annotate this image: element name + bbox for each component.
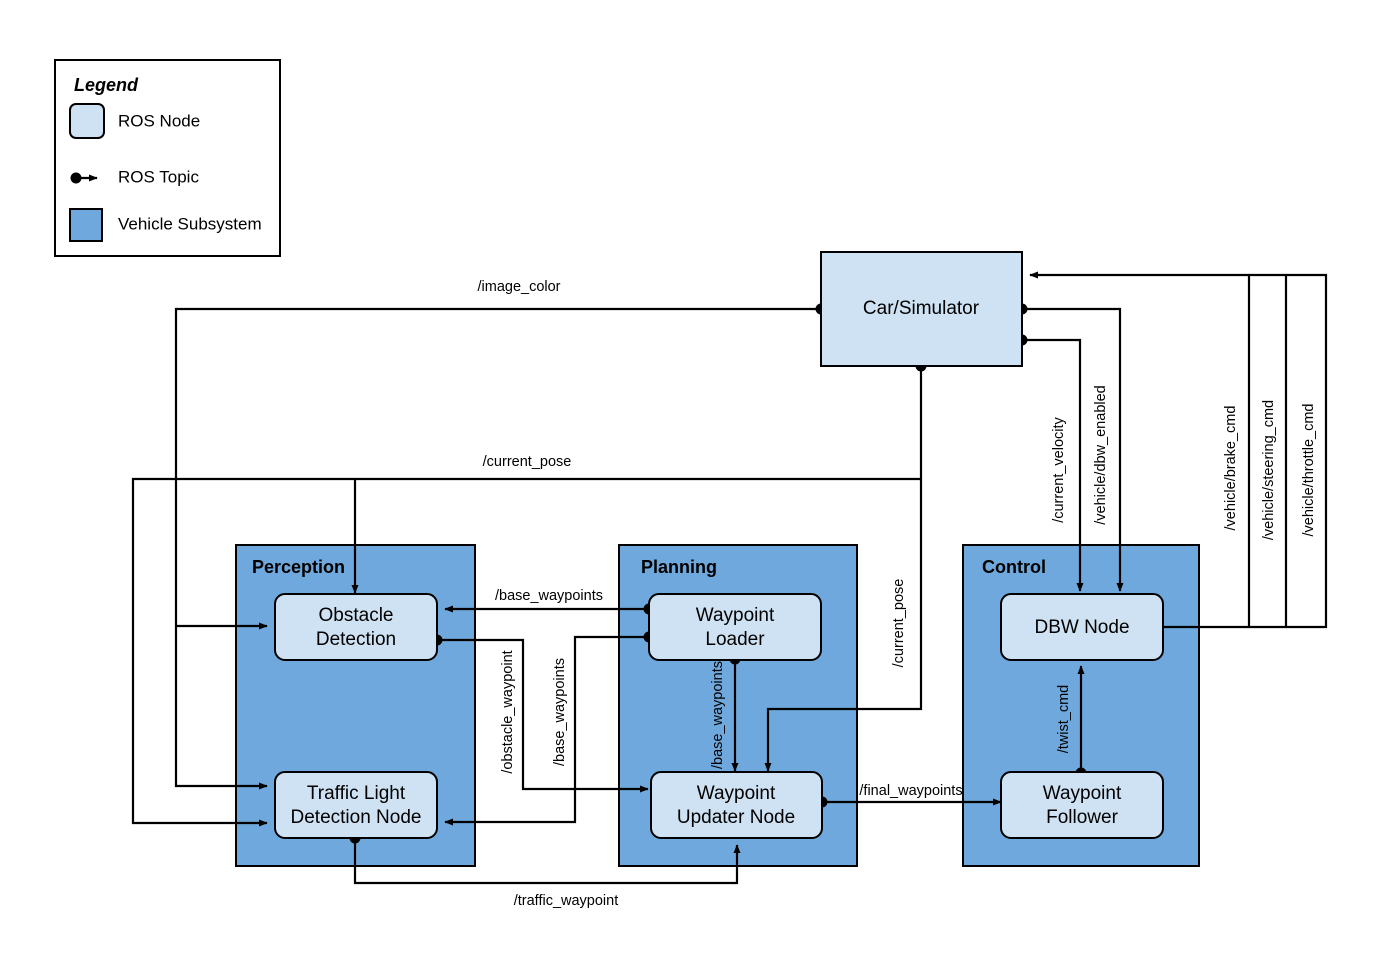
node-car-simulator-box[interactable] (820, 251, 1023, 367)
edge-steering-cmd: /vehicle/steering_cmd (1249, 273, 1288, 629)
topic-label-final-waypoints: /final_waypoints (859, 783, 962, 799)
topic-label-base-waypoints-down: /base_waypoints (710, 661, 726, 769)
legend-ros-node-swatch (69, 103, 105, 139)
edge-current-pose-left: /current_pose (131, 454, 921, 827)
edge-final-waypoints: /final_waypoints (816, 783, 1002, 808)
legend-ros-topic-swatch (70, 172, 98, 184)
node-dbw[interactable]: DBW Node (1000, 593, 1164, 661)
subsystem-planning-label: Planning (641, 557, 717, 577)
subsystem-control-label: Control (982, 557, 1046, 577)
edge-brake-cmd: /vehicle/brake_cmd (1029, 271, 1251, 629)
legend-item-label-vehicle-subsystem: Vehicle Subsystem (118, 214, 262, 233)
node-car-simulator-label: Car/Simulator (863, 298, 980, 319)
edge-current-pose-right: /current_pose (764, 360, 927, 772)
node-waypoint-follower-label-line2: Follower (1046, 807, 1118, 828)
topic-label-obstacle-waypoint: /obstacle_waypoint (500, 650, 516, 773)
topic-label-steering-cmd: /vehicle/steering_cmd (1261, 400, 1277, 540)
edge-throttle-cmd: /vehicle/throttle_cmd (1286, 273, 1328, 629)
topic-label-base-waypoints-top: /base_waypoints (495, 588, 603, 604)
node-waypoint-loader-label-line2: Loader (705, 629, 765, 650)
node-obstacle-detection[interactable]: Obstacle Detection (274, 593, 438, 661)
topic-label-current-pose-left: /current_pose (483, 454, 572, 470)
node-waypoint-follower[interactable]: Waypoint Follower (1000, 771, 1164, 839)
edge-base-waypoints-down: /base_waypoints (710, 653, 741, 772)
legend-item-label-ros-topic: ROS Topic (118, 167, 199, 186)
topic-label-dbw-enabled: /vehicle/dbw_enabled (1093, 385, 1109, 524)
topic-label-twist-cmd: /twist_cmd (1056, 685, 1072, 754)
node-car-simulator[interactable]: Car/Simulator (820, 251, 1023, 367)
legend: Legend ROS Node ROS Topic Vehicle Subsys… (54, 59, 281, 257)
node-obstacle-detection-box[interactable] (274, 593, 438, 661)
node-waypoint-updater-box[interactable] (650, 771, 823, 839)
legend-item-label-ros-node: ROS Node (118, 111, 200, 130)
topic-label-brake-cmd: /vehicle/brake_cmd (1223, 406, 1239, 531)
legend-vehicle-subsystem-swatch (69, 208, 103, 242)
topic-label-current-velocity: /current_velocity (1051, 416, 1067, 522)
node-waypoint-loader-box[interactable] (648, 593, 822, 661)
topic-label-traffic-waypoint: /traffic_waypoint (514, 893, 619, 909)
subsystem-perception-label: Perception (252, 557, 345, 577)
node-traffic-light-detection-box[interactable] (274, 771, 438, 839)
node-traffic-light-detection-label-line2: Detection Node (291, 807, 422, 828)
node-waypoint-loader[interactable]: Waypoint Loader (648, 593, 822, 661)
node-obstacle-detection-label-line2: Detection (316, 629, 396, 650)
node-waypoint-updater-label-line2: Updater Node (677, 807, 795, 828)
node-waypoint-loader-label-line1: Waypoint (696, 605, 775, 626)
node-traffic-light-detection-label-line1: Traffic Light (307, 783, 406, 804)
node-dbw-label: DBW Node (1034, 617, 1129, 638)
node-traffic-light-detection[interactable]: Traffic Light Detection Node (274, 771, 438, 839)
node-obstacle-detection-label-line1: Obstacle (319, 605, 394, 626)
edge-traffic-waypoint: /traffic_waypoint (349, 832, 741, 909)
topic-label-base-waypoints-mid: /base_waypoints (552, 658, 568, 766)
edge-image-color: /image_color (174, 279, 827, 790)
node-waypoint-follower-label-line1: Waypoint (1043, 783, 1122, 804)
legend-title: Legend (74, 75, 139, 95)
node-dbw-box[interactable] (1000, 593, 1164, 661)
node-waypoint-updater-label-line1: Waypoint (697, 783, 776, 804)
topic-label-image-color: /image_color (477, 279, 560, 295)
node-waypoint-follower-box[interactable] (1000, 771, 1164, 839)
topic-label-throttle-cmd: /vehicle/throttle_cmd (1301, 404, 1317, 537)
node-waypoint-updater[interactable]: Waypoint Updater Node (650, 771, 823, 839)
topic-label-current-pose-right: /current_pose (891, 579, 907, 668)
